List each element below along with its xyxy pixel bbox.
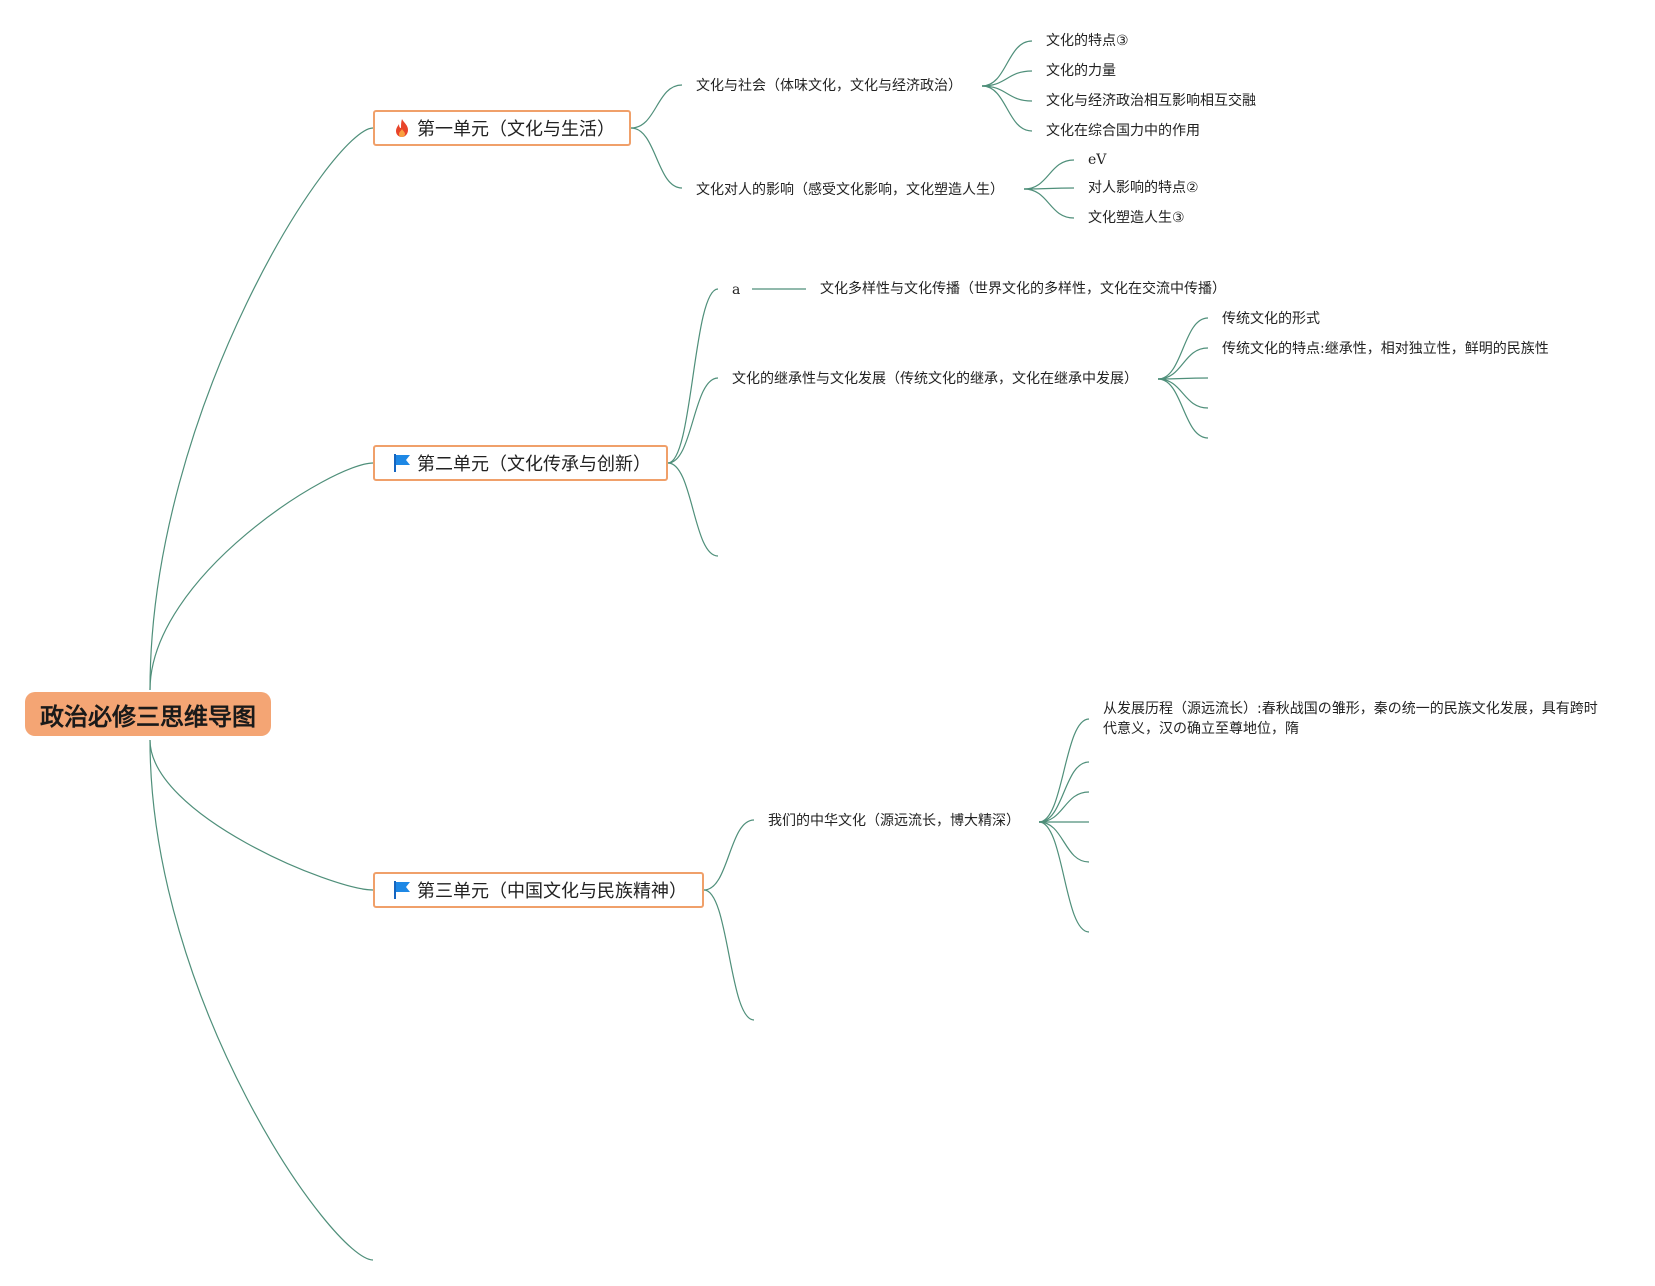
unit-3-to-empty-sub-line [703,889,755,1021]
fire-icon [391,117,413,139]
unit-3-sub-1-item-line [1038,718,1090,823]
unit-1-topic[interactable]: 第一单元（文化与生活） [373,110,631,146]
unit-1-sub-1-item-line [981,85,1033,102]
unit-2-to-empty-sub-line [667,462,719,557]
unit-3-sub-1-item-line [1038,821,1090,863]
unit-2-sub-2-item-line [1157,378,1209,409]
unit-1-to-sub-1-line [630,84,683,129]
unit-2-to-sub-1-line [667,288,719,464]
unit-2-sub-2-item-1[interactable]: 传统文化的形式 [1222,311,1320,327]
unit-2-label: 第二单元（文化传承与创新） [417,454,651,475]
unit-2-sub-2-item-line [1157,347,1209,380]
unit-1-sub-2[interactable]: 文化对人的影响（感受文化影响，文化塑造人生） [696,182,1004,198]
unit-1-sub-2-item-line [1023,159,1075,190]
unit-1-label: 第一单元（文化与生活） [417,119,615,140]
unit-1-sub-1-item-line [981,85,1033,132]
unit-1-sub-1-item-1[interactable]: 文化的特点③ [1046,33,1129,49]
root-to-unit-1-line [149,127,374,691]
flag-icon [391,879,413,901]
unit-3-sub-1-item-line [1038,791,1090,823]
root-to-empty-unit-line [149,739,374,1261]
unit-3-sub-1[interactable]: 我们的中华文化（源远流长，博大精深） [768,813,1020,829]
unit-2-sub-2[interactable]: 文化的继承性与文化发展（传统文化的继承，文化在继承中发展） [732,371,1138,387]
unit-2-sub-1-child[interactable]: 文化多样性与文化传播（世界文化的多样性，文化在交流中传播） [820,281,1226,297]
unit-3-to-sub-1-line [703,819,755,891]
unit-1-sub-2-item-1[interactable]: eV [1088,152,1107,168]
unit-1-sub-1-item-3[interactable]: 文化与经济政治相互影响相互交融 [1046,93,1256,109]
unit-1-sub-1-item-line [981,40,1033,87]
unit-2-to-sub-2-line [667,377,719,464]
unit-1-sub-2-item-3[interactable]: 文化塑造人生③ [1088,210,1185,226]
unit-3-sub-1-item-line [1038,821,1090,933]
root-topic[interactable]: 政治必修三思维导图 [25,692,271,736]
root-to-unit-3-line [149,739,374,891]
unit-3-topic[interactable]: 第三单元（中国文化与民族精神） [373,872,704,908]
unit-1-to-sub-2-line [630,127,683,189]
unit-1-sub-1-item-2[interactable]: 文化的力量 [1046,63,1116,79]
unit-2-sub-2-item-line [1157,317,1209,380]
unit-2-sub-2-item-2[interactable]: 传统文化的特点:继承性，相对独立性，鲜明的民族性 [1222,341,1549,357]
flag-icon [391,452,413,474]
unit-1-sub-1-item-line [981,70,1033,87]
unit-1-sub-1[interactable]: 文化与社会（体味文化，文化与经济政治） [696,78,962,94]
unit-3-sub-1-item-1[interactable]: 从发展历程（源远流长）:春秋战国の雏形，秦の统一的民族文化发展，具有跨时代意义，… [1103,701,1598,737]
unit-1-sub-2-item-line [1023,188,1075,219]
unit-1-sub-1-item-4[interactable]: 文化在综合国力中的作用 [1046,123,1200,139]
unit-2-sub-2-item-line [1157,378,1209,439]
unit-2-sub-1[interactable]: a [732,282,741,298]
unit-3-sub-1-item-line [1038,761,1090,823]
unit-1-sub-2-item-2[interactable]: 对人影响的特点② [1088,180,1199,196]
unit-3-label: 第三单元（中国文化与民族精神） [417,881,687,902]
unit-2-topic[interactable]: 第二单元（文化传承与创新） [373,445,668,481]
root-to-unit-2-line [149,462,374,691]
